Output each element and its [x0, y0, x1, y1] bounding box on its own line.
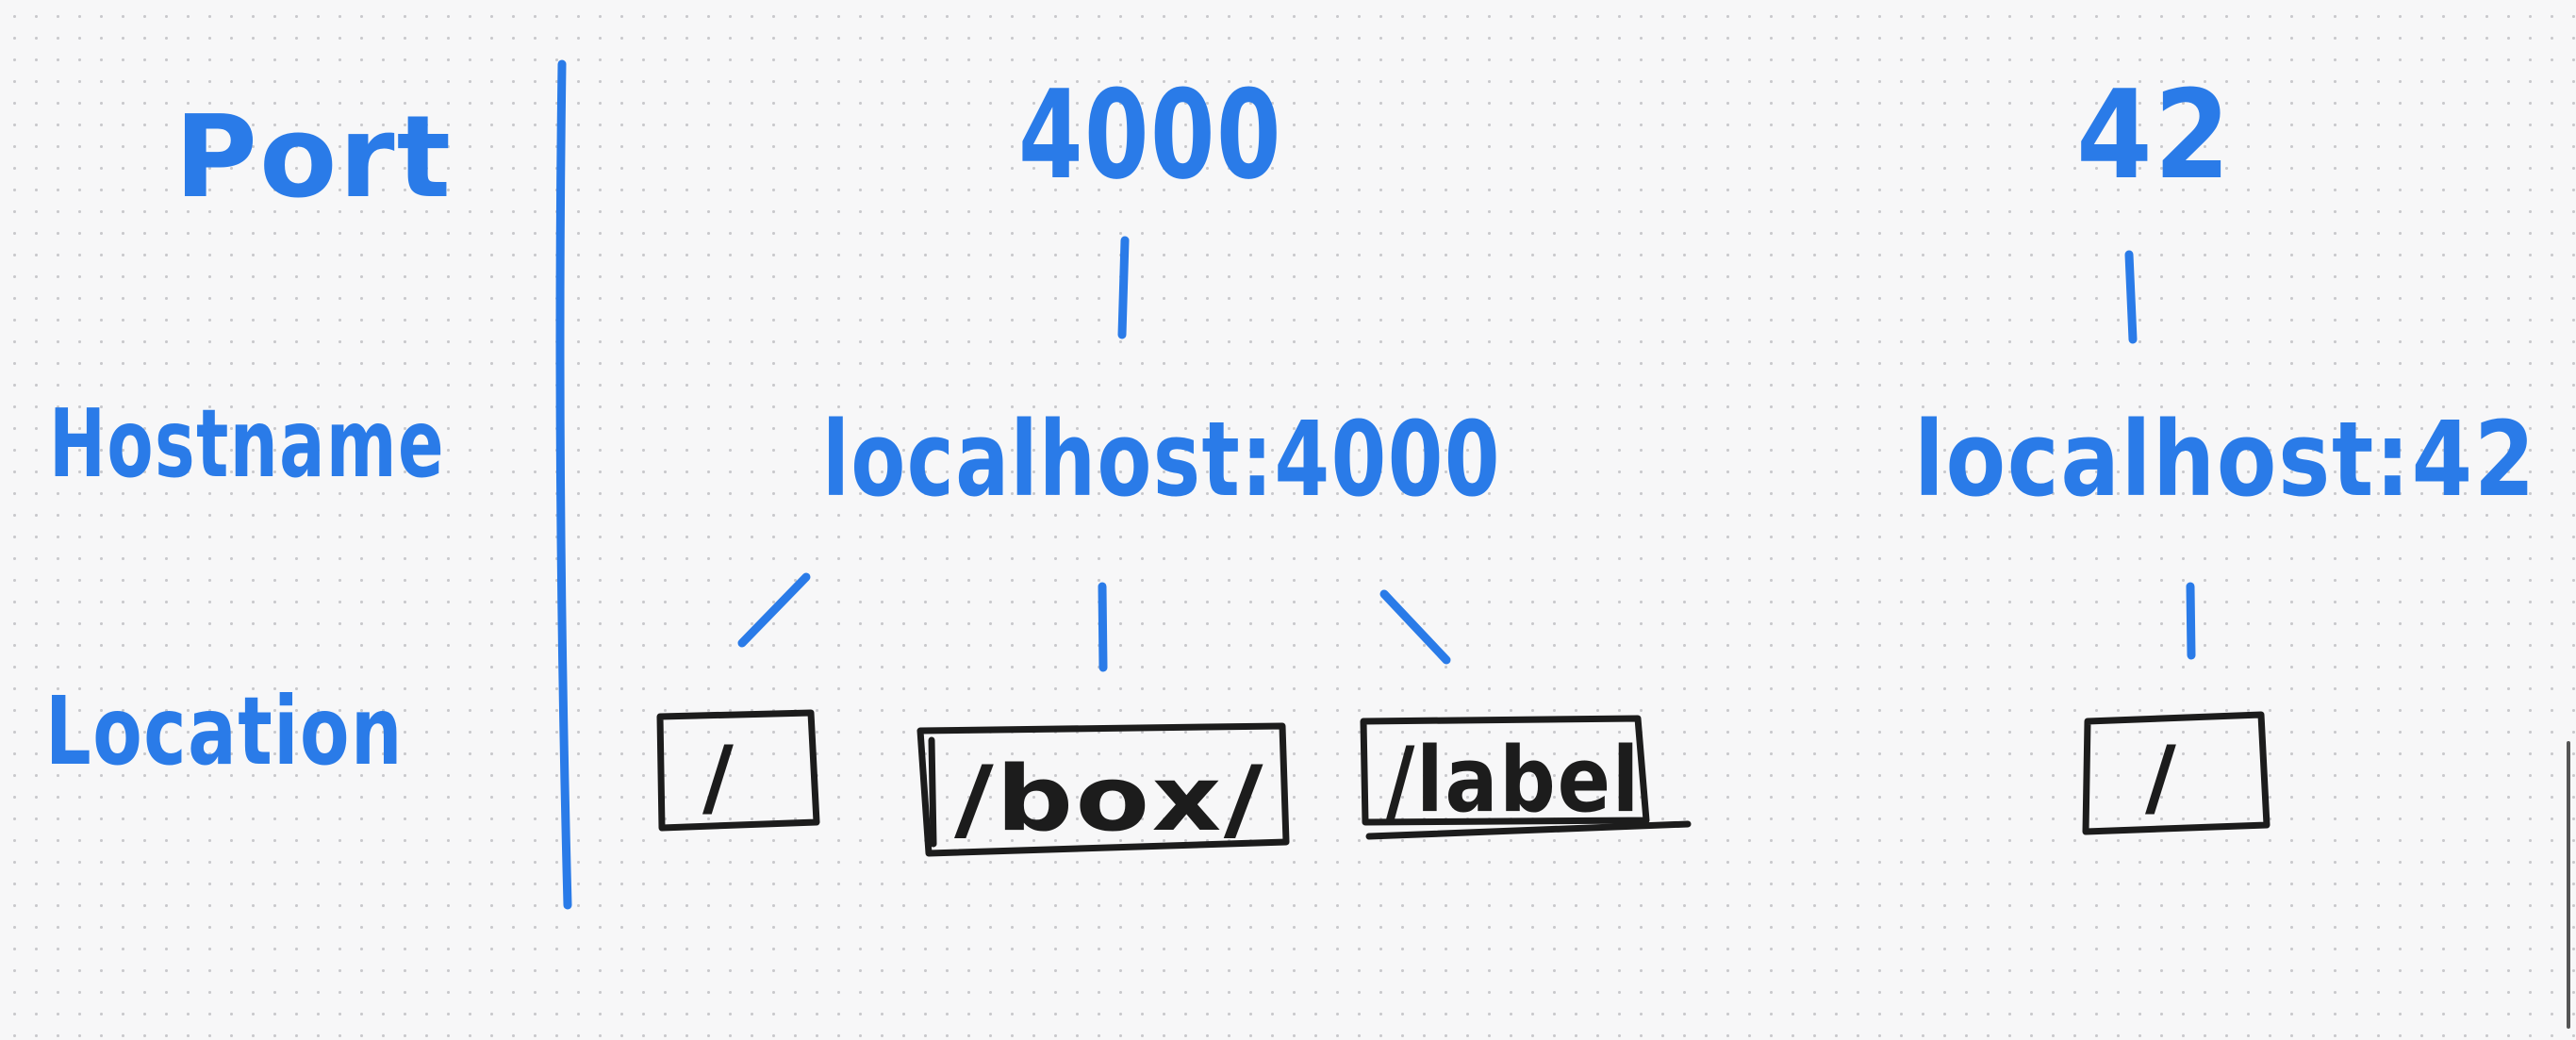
hostname-value-42: localhost:42: [1914, 399, 2536, 520]
hostname-to-location-connector-box: [1098, 582, 1108, 672]
location-path-42-root: /: [2145, 728, 2178, 827]
location-path-box: /box/: [954, 748, 1265, 851]
row-label-location: Location: [45, 676, 404, 786]
location-box-42-root: /: [2082, 711, 2271, 835]
hostname-to-location-connector-root: [737, 572, 811, 648]
row-label-hostname: Hostname: [49, 388, 445, 499]
location-path-label: /label: [1386, 729, 1641, 833]
location-box-box: /box/: [916, 722, 1290, 857]
port-to-hostname-connector-4000: [1117, 236, 1130, 339]
hostname-to-location-connector-42-root: [2186, 582, 2196, 660]
row-label-port: Port: [174, 92, 453, 223]
hostname-value-4000: localhost:4000: [822, 399, 1501, 520]
row-label-divider: [555, 59, 572, 910]
location-box-label: /label: [1360, 715, 1692, 840]
hostname-to-location-connector-label: [1379, 589, 1451, 665]
location-path-root: /: [702, 728, 735, 827]
port-value-42: 42: [2076, 63, 2232, 206]
port-to-hostname-connector-42: [2124, 250, 2138, 344]
vertical-scrollbar[interactable]: [2567, 741, 2570, 1029]
port-value-4000: 4000: [1018, 63, 1282, 206]
location-box-root: /: [656, 709, 820, 832]
